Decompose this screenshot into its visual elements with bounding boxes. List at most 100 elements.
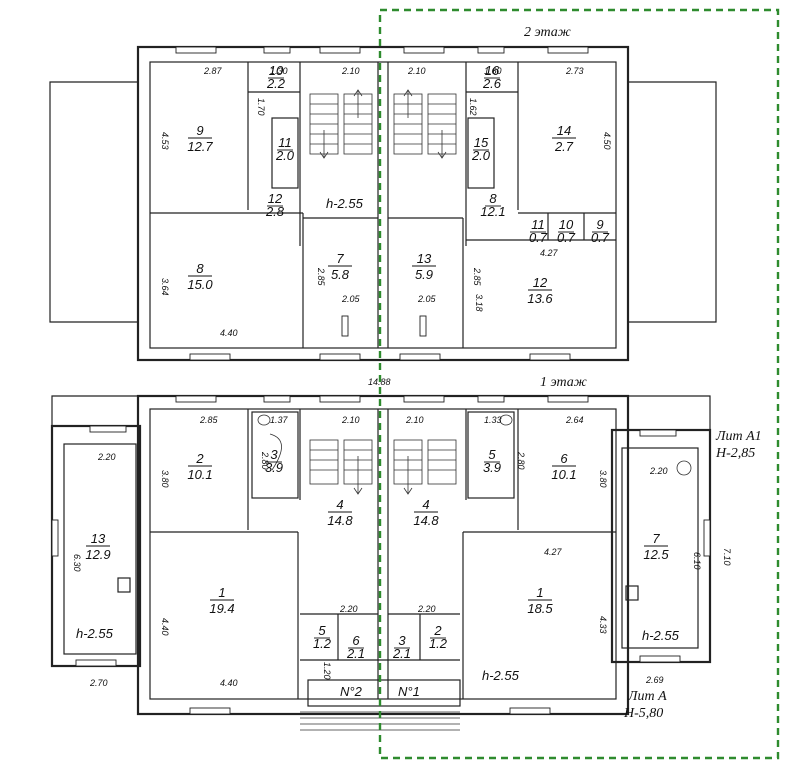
upper-room-1-number: 9 [196,123,203,138]
upper-room-11: 142.7 [552,123,576,154]
lower-room-9: 51.2 [313,623,332,651]
lower-room-3: 414.8 [327,497,353,528]
lower-room-8: 119.4 [209,585,234,616]
upper-room-5: 815.0 [187,261,213,292]
lower-dimension-15: 7.10 [722,548,732,566]
lower-dimension-13: 6.30 [72,554,82,572]
lower-room-11: 32.1 [392,633,411,661]
upper-room-1: 912.7 [187,123,213,154]
lower-room-13: 118.5 [527,585,553,616]
upper-room-8-number: 16 [485,63,500,78]
upper-room-6-number: 7 [336,251,344,266]
lower-room-14-area: 12.5 [643,547,669,562]
lower-dimension-10: 2.80 [260,451,270,470]
upper-room-12: 110.7 [529,217,548,245]
upper-dimension-13: 2.85 [472,267,482,287]
upper-dimension-2: 1.30 [270,66,288,76]
upper-room-8-area: 2.6 [482,76,502,91]
lower-room-12-number: 2 [433,623,442,638]
upper-room-1-area: 12.7 [187,139,213,154]
lit-a-height: Н-5,80 [623,706,663,721]
upper-room-3-number: 11 [278,135,292,150]
left-wing-height: h-2.55 [76,626,114,641]
entrance-2-label: N°2 [340,684,363,699]
upper-room-13-number: 10 [559,217,574,232]
lower-room-9-number: 5 [318,623,326,638]
lower-room-12-area: 1.2 [429,636,448,651]
upper-room-2-number: 10 [269,63,284,78]
upper-room-9-area: 2.0 [471,148,491,163]
floor-1-caption: 1 этаж [540,375,587,390]
upper-room-12-area: 0.7 [529,230,548,245]
upper-room-14-area: 0.7 [591,230,610,245]
upper-room-6-area: 5.8 [331,267,350,282]
lower-dimension-20: 2.20 [417,604,436,614]
lower-room-13-area: 18.5 [527,601,553,616]
lower-dimension-22: 2.70 [89,678,108,688]
upper-room-11-number: 14 [557,123,571,138]
lower-room-2-area: 3.9 [265,460,283,475]
lower-dimension-4: 2.10 [405,415,424,425]
upper-room-14: 90.7 [591,217,610,245]
upper-dimension-7: 1.62 [468,98,478,116]
lower-room-labels: 210.133.9414.8414.853.9610.11312.9119.45… [85,447,669,661]
lower-room-7-number: 13 [91,531,106,546]
upper-room-2: 102.2 [266,63,286,91]
lower-dimension-19: 2.20 [339,604,358,614]
upper-dimension-5: 2.10 [407,66,426,76]
upper-room-15-number: 12 [533,275,548,290]
lower-room-1-area: 10.1 [187,467,212,482]
lit-a1-height: Н-2,85 [715,446,755,461]
upper-room-10-number: 8 [489,191,497,206]
lower-room-1: 210.1 [187,451,212,482]
upper-dimension-15: 2.05 [341,294,361,304]
lower-dimension-11: 2.80 [516,451,526,470]
lower-dimension-9: 3.80 [160,470,170,488]
lower-dimension-5: 1.33 [484,415,502,425]
lower-room-5: 53.9 [483,447,501,475]
lower-room-7-area: 12.9 [85,547,110,562]
upper-room-3: 112.0 [275,135,295,163]
lower-room-2: 33.9 [265,447,283,475]
upper-dimension-8: 2.73 [565,66,584,76]
upper-height-label: h-2.55 [326,196,364,211]
lower-dimension-12: 3.80 [598,470,608,488]
lower-room-4: 414.8 [413,497,439,528]
upper-room-7-number: 13 [417,251,432,266]
upper-dimension-16: 2.05 [417,294,437,304]
lower-room-11-area: 2.1 [392,646,411,661]
entrance-1-label: N°1 [398,684,420,699]
lower-room-3-area: 14.8 [327,513,353,528]
upper-room-11-area: 2.7 [554,139,574,154]
lower-dimension-1: 2.85 [199,415,219,425]
upper-dimension-12: 2.85 [316,267,326,287]
upper-room-8: 162.6 [482,63,502,91]
lower-room-12: 21.2 [429,623,448,651]
lower-room-13-number: 1 [536,585,543,600]
upper-dimension-9: 4.53 [160,132,170,150]
upper-dimension-4: 2.10 [341,66,360,76]
lower-right-stair [393,439,457,495]
upper-room-9: 152.0 [471,135,491,163]
lower-room-8-number: 1 [218,585,225,600]
lower-room-5-area: 3.9 [483,460,501,475]
lower-room-1-number: 2 [195,451,204,466]
lower-dimension-6: 2.64 [565,415,584,425]
lower-dimension-16: 4.40 [160,618,170,636]
upper-room-4-number: 12 [268,191,283,206]
upper-room-4: 122.8 [265,191,285,219]
floor-2-caption: 2 этаж [524,25,571,40]
upper-right-stair [393,89,457,159]
upper-dimension-1: 2.87 [203,66,223,76]
upper-dimension-18: 4.27 [540,248,559,258]
lower-dimension-14: 6.10 [692,552,702,570]
upper-dimension-10: 4.50 [602,132,612,150]
lower-room-6: 610.1 [551,451,576,482]
upper-room-10: 812.1 [480,191,505,219]
upper-dimension-11: 3.64 [160,278,170,296]
upper-room-6: 75.8 [328,251,352,282]
lower-room-6-area: 10.1 [551,467,576,482]
lower-dimension-7: 2.20 [97,452,116,462]
